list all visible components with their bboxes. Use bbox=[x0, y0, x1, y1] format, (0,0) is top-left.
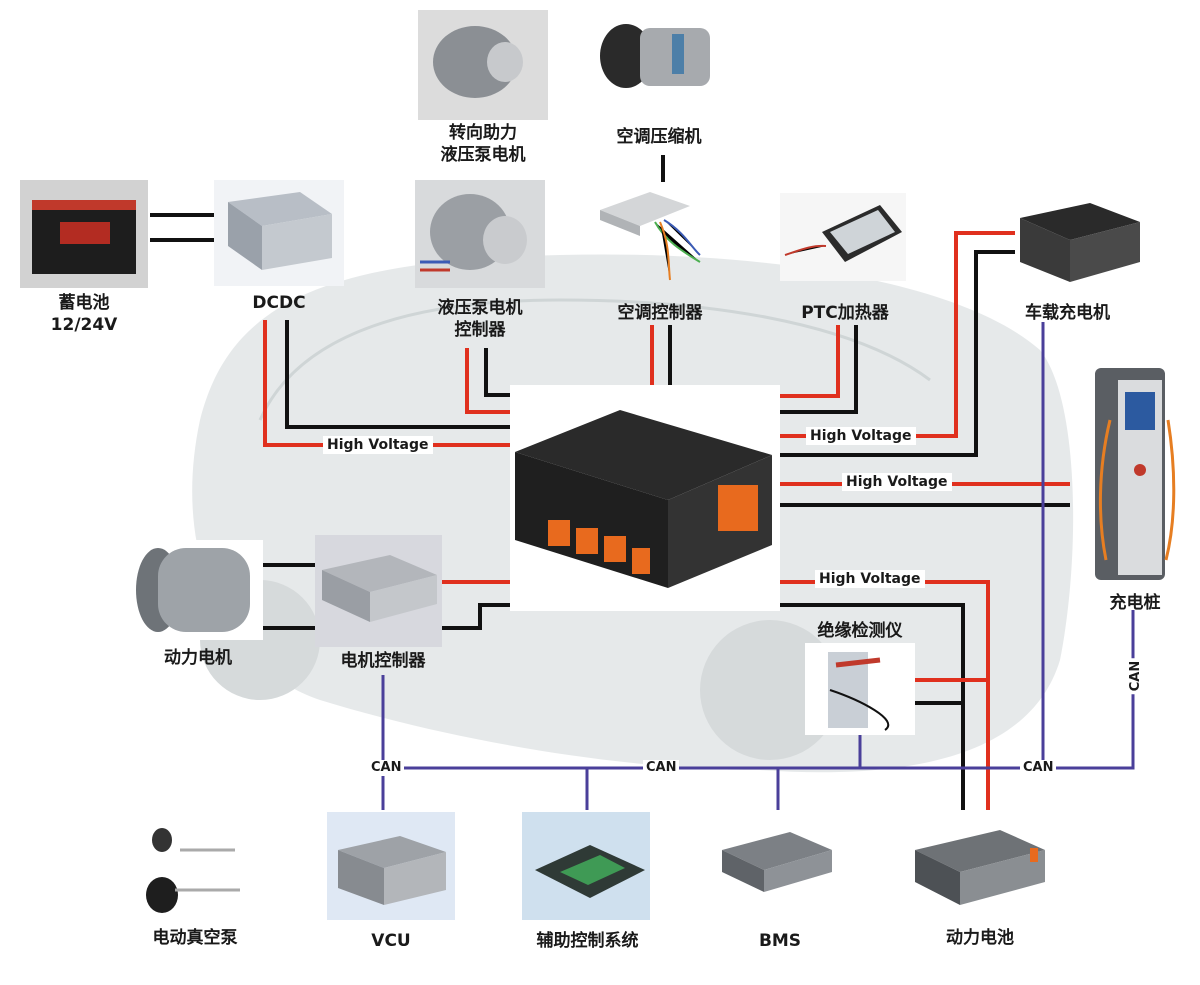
lv-wire bbox=[442, 603, 510, 630]
hydraulic-pump-controller-label-line2: 控制器 bbox=[454, 320, 506, 340]
onboard-charger-label: 车载充电机 bbox=[1025, 303, 1110, 323]
lv-wire bbox=[780, 325, 858, 414]
traction-motor-label: 动力电机 bbox=[164, 648, 232, 668]
vcu-label: VCU bbox=[371, 931, 411, 951]
motor-controller-image bbox=[315, 535, 442, 647]
dcdc-label: DCDC bbox=[252, 293, 306, 313]
car-window-line bbox=[258, 298, 931, 421]
vacuum-pump-label: 电动真空泵 bbox=[152, 928, 238, 948]
battery-12v-label-line2: 12/24V bbox=[50, 315, 118, 335]
power-battery-image bbox=[915, 830, 1045, 905]
high-voltage-label: High Voltage bbox=[815, 570, 925, 588]
lv-wire bbox=[285, 320, 510, 429]
ac-compressor-image bbox=[596, 14, 722, 100]
vcu-image bbox=[327, 812, 455, 920]
steering-pump-motor-label: 转向助力 液压泵电机 bbox=[410, 122, 556, 166]
insulation-tester-image bbox=[805, 643, 915, 735]
charging-pile-image bbox=[1095, 368, 1176, 580]
hydraulic-pump-controller-label: 液压泵电机 控制器 bbox=[405, 297, 555, 341]
lv-wire bbox=[780, 250, 1015, 457]
hv-wire bbox=[465, 348, 510, 414]
ac-controller-label: 空调控制器 bbox=[617, 303, 703, 323]
high-voltage-label: High Voltage bbox=[323, 436, 433, 454]
dcdc-image bbox=[214, 180, 344, 286]
pdu-image bbox=[510, 385, 780, 611]
wiring-layer bbox=[150, 155, 1070, 810]
power-battery-label: 动力电池 bbox=[946, 928, 1014, 948]
can-bus-label: CAN bbox=[368, 760, 405, 776]
steering-pump-motor-label-line1: 转向助力 bbox=[449, 123, 517, 143]
aux-control-image bbox=[522, 812, 650, 920]
battery-12v-image bbox=[20, 180, 148, 288]
ac-controller-image bbox=[600, 192, 701, 281]
onboard-charger-image bbox=[1020, 203, 1140, 282]
battery-12v-label: 蓄电池 12/24V bbox=[20, 292, 148, 336]
motor-controller-label: 电机控制器 bbox=[340, 651, 426, 671]
hydraulic-pump-controller-image bbox=[415, 180, 545, 288]
traction-motor-image bbox=[133, 540, 263, 640]
ac-compressor-label: 空调压缩机 bbox=[616, 127, 702, 147]
steering-pump-motor-image bbox=[418, 10, 548, 120]
hydraulic-pump-controller-label-line1: 液压泵电机 bbox=[437, 298, 523, 318]
vacuum-pump-image bbox=[130, 820, 258, 920]
ptc-heater-image bbox=[780, 193, 906, 281]
hv-wire bbox=[780, 325, 840, 398]
insulation-tester-label: 绝缘检测仪 bbox=[817, 621, 903, 641]
charging-pile-label: 充电桩 bbox=[1109, 593, 1161, 613]
can-bus-label-vertical: CAN bbox=[1128, 657, 1145, 695]
lv-wire bbox=[262, 563, 315, 630]
battery-12v-label-line1: 蓄电池 bbox=[58, 293, 110, 313]
steering-pump-motor-label-line2: 液压泵电机 bbox=[440, 145, 526, 165]
high-voltage-label: High Voltage bbox=[842, 473, 952, 491]
aux-control-label: 辅助控制系统 bbox=[536, 931, 639, 951]
can-bus-label: CAN bbox=[1020, 760, 1057, 776]
lv-wire bbox=[780, 603, 965, 810]
lv-wire bbox=[150, 213, 215, 242]
high-voltage-label: High Voltage bbox=[806, 427, 916, 445]
lv-wire bbox=[484, 348, 510, 397]
bms-image bbox=[722, 832, 832, 892]
can-bus-label: CAN bbox=[643, 760, 680, 776]
ptc-heater-label: PTC加热器 bbox=[801, 303, 889, 323]
bms-label: BMS bbox=[758, 931, 802, 951]
